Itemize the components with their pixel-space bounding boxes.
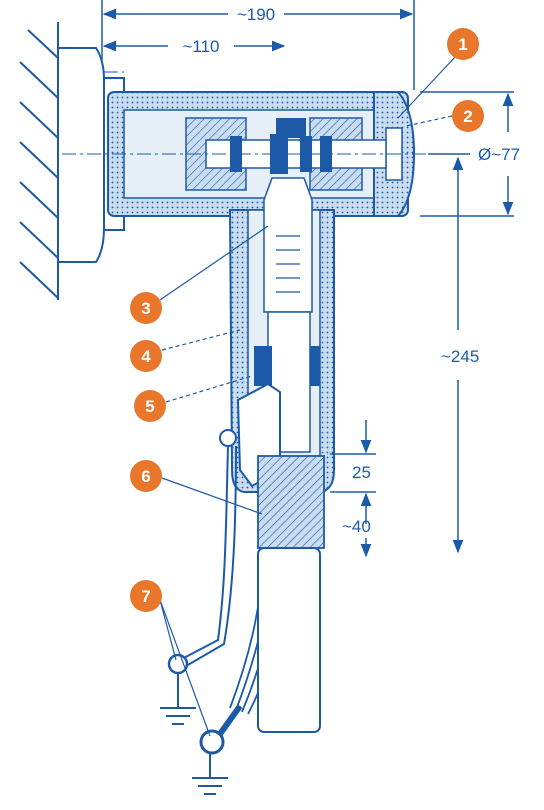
callout-label: 6 bbox=[141, 467, 150, 486]
callout-7: 7 bbox=[130, 580, 162, 612]
cable-lug bbox=[263, 177, 313, 313]
earth-lug-1 bbox=[167, 653, 189, 675]
callout-2: 2 bbox=[452, 100, 484, 132]
cable-sheath bbox=[257, 547, 321, 733]
callout-1: 1 bbox=[447, 28, 479, 60]
dim-diameter: Ø~77 bbox=[478, 145, 520, 164]
callout-label: 1 bbox=[458, 35, 467, 54]
callout-5: 5 bbox=[134, 390, 166, 422]
callout-label: 4 bbox=[141, 347, 151, 366]
dim-overall-height: ~245 bbox=[441, 347, 479, 366]
wall-hatching bbox=[19, 22, 59, 300]
callout-6: 6 bbox=[130, 460, 162, 492]
dim-40: ~40 bbox=[342, 517, 371, 536]
callout-label: 7 bbox=[141, 587, 150, 606]
callout-label: 3 bbox=[141, 299, 150, 318]
callout-label: 2 bbox=[463, 107, 472, 126]
center-lines bbox=[62, 71, 470, 155]
dimension-lines bbox=[101, 0, 514, 558]
dim-overall-length: ~190 bbox=[237, 5, 275, 24]
earth-symbol-1 bbox=[160, 673, 196, 725]
callout-3: 3 bbox=[130, 292, 162, 324]
leader-lines bbox=[159, 55, 457, 737]
dim-25: 25 bbox=[352, 463, 371, 482]
earth-wire bbox=[179, 445, 237, 667]
earth-lug-2 bbox=[199, 704, 243, 755]
dim-to-axis: ~110 bbox=[182, 37, 219, 56]
callout-4: 4 bbox=[130, 340, 162, 372]
earth-symbol-2 bbox=[192, 753, 228, 795]
callout-label: 5 bbox=[145, 397, 154, 416]
